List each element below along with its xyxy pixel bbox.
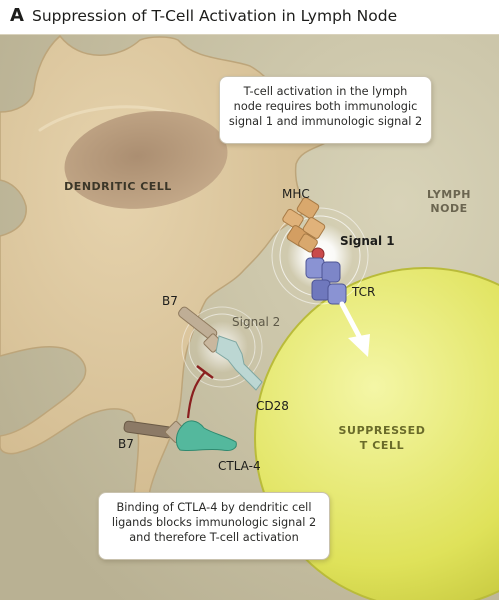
tcr-molecule xyxy=(305,257,347,305)
cd28-receptor xyxy=(215,335,263,391)
inhibition-arrow xyxy=(186,365,214,419)
tcr-label: TCR xyxy=(351,285,375,299)
b7-bottom-label: B7 xyxy=(118,437,134,451)
lymph-node-label-line1: LYMPH xyxy=(427,188,471,201)
dendritic-cell-highlight xyxy=(38,105,172,132)
header: A Suppression of T-Cell Activation in Ly… xyxy=(0,0,499,35)
panel-letter: A xyxy=(10,5,24,26)
callout-signal-requirement: T-cell activation in the lymph node requ… xyxy=(219,76,432,144)
cd28-label: CD28 xyxy=(256,399,289,413)
callout-ctla4-blocking: Binding of CTLA-4 by dendritic cell liga… xyxy=(98,492,330,560)
b7-top-label: B7 xyxy=(162,294,178,308)
suppressed-t-cell-label-line2: T CELL xyxy=(360,439,405,452)
dendritic-cell-nucleus xyxy=(64,111,228,209)
ctla4-receptor xyxy=(175,420,237,452)
suppressed-t-cell-label-line1: SUPPRESSED xyxy=(339,424,426,437)
signal-2-label: Signal 2 xyxy=(232,315,280,329)
mhc-label: MHC xyxy=(282,187,310,201)
figure-title: Suppression of T-Cell Activation in Lymp… xyxy=(32,7,398,25)
lymph-node-label-line2: NODE xyxy=(430,202,467,215)
b7-top-ligand xyxy=(178,306,223,353)
dendritic-cell-label: DENDRITIC CELL xyxy=(64,180,172,193)
ctla4-label: CTLA-4 xyxy=(218,459,261,473)
mhc-molecule xyxy=(282,197,326,253)
signal-1-label: Signal 1 xyxy=(340,234,395,248)
activation-arrow xyxy=(339,301,370,357)
